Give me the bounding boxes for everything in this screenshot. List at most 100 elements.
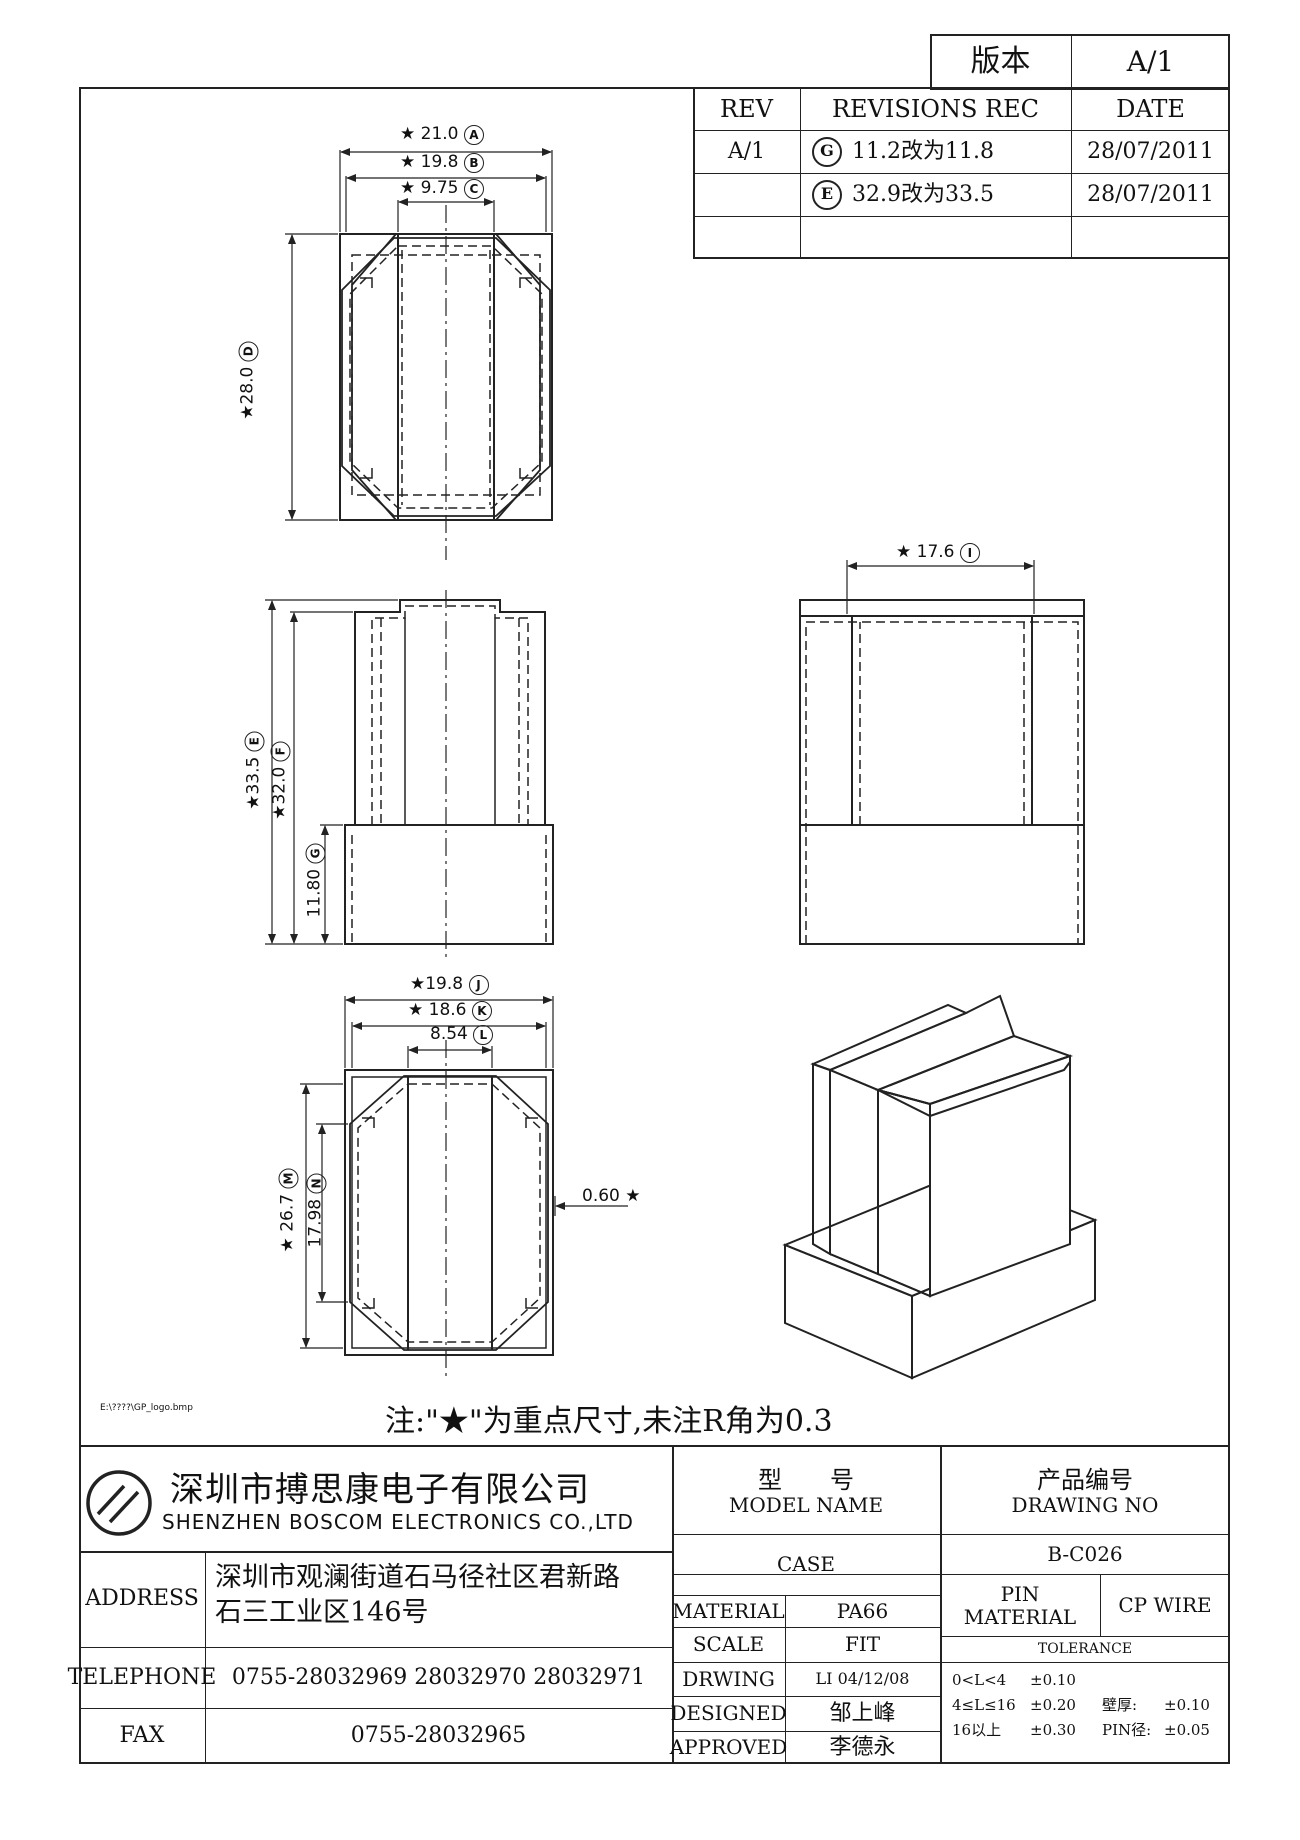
drawing-label: 产品编号 DRAWING NO — [940, 1450, 1230, 1534]
company-name-en: SHENZHEN BOSCOM ELECTRONICS CO.,LTD — [162, 1510, 634, 1534]
drawing-label-en: DRAWING NO — [1011, 1493, 1159, 1518]
address-label: ADDRESS — [85, 1586, 199, 1612]
model-value: CASE — [776, 1552, 836, 1576]
version-value: A/1 — [1126, 44, 1175, 78]
dim-c-mark: C — [463, 179, 484, 199]
dim-f: ★32.0 F — [270, 721, 291, 841]
material-value: PA66 — [836, 1598, 889, 1623]
designed-value: 邹上峰 — [829, 1700, 896, 1726]
dim-n: 17.98 N — [306, 1151, 327, 1271]
tol-r1-value: ±0.10 — [1030, 1671, 1076, 1689]
drawing-value: B-C026 — [1047, 1541, 1123, 1566]
dim-e-mark: E — [244, 731, 265, 752]
dim-l: 8.54 L — [430, 1024, 494, 1045]
rev-row-2-text: E 32.9改为33.5 — [800, 173, 1071, 216]
dim-d-mark: D — [238, 341, 259, 362]
dim-k-value: ★ 18.6 — [408, 1000, 467, 1020]
company-name-cn: 深圳市搏思康电子有限公司 — [170, 1470, 590, 1510]
dim-l-value: 8.54 — [430, 1024, 468, 1044]
dim-m-mark: M — [278, 1168, 299, 1189]
dim-c-value: ★ 9.75 — [400, 178, 459, 198]
rev-row-1-date: 28/07/2011 — [1087, 138, 1214, 164]
dim-g-value: 11.80 — [304, 868, 325, 918]
drwing-label: DRWING — [682, 1666, 775, 1691]
pin-value: CP WIRE — [1118, 1592, 1212, 1617]
approved-value: 李德永 — [829, 1734, 896, 1760]
tolerance-table: 0<L<4 ±0.10 4≤L≤16 ±0.20 壁厚: ±0.10 16以上 … — [950, 1668, 1225, 1743]
dim-a-mark: A — [463, 125, 484, 145]
note: 注:"★"为重点尺寸,未注R角为0.3 — [385, 1404, 833, 1439]
address-value: 深圳市观澜街道石马径社区君新路 石三工业区146号 — [215, 1560, 620, 1630]
dim-j-mark: J — [468, 975, 489, 995]
fax-value: 0755-28032965 — [350, 1723, 527, 1749]
model-label-cn: 型 号 — [758, 1465, 854, 1494]
telephone-value: 0755-28032969 28032970 28032971 — [231, 1664, 646, 1690]
file-label: E:\????\GP_logo.bmp — [100, 1403, 193, 1413]
dim-b-value: ★ 19.8 — [400, 152, 459, 172]
tol-r3-value: ±0.30 — [1030, 1721, 1076, 1739]
tol-r2-range: 4≤L≤16 — [952, 1696, 1016, 1714]
fax-label: FAX — [119, 1723, 165, 1749]
dim-j: ★19.8 J — [410, 974, 489, 995]
dim-n-value: 17.98 — [305, 1198, 326, 1248]
dim-m: ★ 26.7 M — [278, 1151, 299, 1271]
dim-g-mark: G — [305, 843, 326, 864]
dim-b-mark: B — [463, 153, 484, 173]
tol-pin-value: ±0.05 — [1164, 1721, 1210, 1739]
tol-wall-value: ±0.10 — [1164, 1696, 1210, 1714]
tolerance-label: TOLERANCE — [1037, 1640, 1133, 1657]
dim-k-mark: K — [471, 1001, 492, 1021]
dim-c: ★ 9.75 C — [400, 178, 484, 199]
dim-a: ★ 21.0 A — [400, 124, 484, 145]
model-label-en: MODEL NAME — [728, 1493, 884, 1518]
dim-d: ★28.0 D — [238, 321, 259, 441]
rec-header: REVISIONS REC — [831, 94, 1040, 123]
pin-label-2: MATERIAL — [963, 1605, 1077, 1629]
dim-g: 11.80 G — [305, 821, 326, 941]
tol-r3-range: 16以上 — [952, 1721, 1002, 1739]
drwing-value: LI 04/12/08 — [815, 1668, 910, 1688]
dim-d-value: ★28.0 — [237, 366, 258, 420]
company-logo-icon — [86, 1470, 152, 1536]
rev-row-1-desc: 11.2改为11.8 — [852, 138, 994, 164]
material-label: MATERIAL — [672, 1598, 785, 1623]
circle-mark-e: E — [812, 179, 842, 210]
technical-drawing — [265, 148, 1098, 1380]
drawing-frame — [79, 87, 1230, 1764]
version-label: 版本 — [970, 43, 1031, 79]
rev-row-2-date: 28/07/2011 — [1087, 181, 1214, 207]
scale-label: SCALE — [692, 1632, 765, 1656]
isometric-view — [782, 994, 1098, 1380]
approved-label: APPROVED — [669, 1735, 788, 1759]
address-line-1: 深圳市观澜街道石马径社区君新路 — [215, 1562, 620, 1593]
dim-k: ★ 18.6 K — [408, 1000, 492, 1021]
tol-wall-label: 壁厚: — [1102, 1696, 1138, 1714]
bottom-view — [300, 996, 628, 1380]
dim-n-mark: N — [306, 1173, 327, 1194]
dim-b: ★ 19.8 B — [400, 152, 484, 173]
tol-r2-value: ±0.20 — [1030, 1696, 1076, 1714]
rev-row-1-rev: A/1 — [727, 138, 766, 164]
dim-l-mark: L — [473, 1025, 494, 1045]
rev-row-1-text: G 11.2改为11.8 — [800, 130, 1071, 173]
dim-i-value: ★ 17.6 — [896, 542, 955, 562]
dim-e: ★33.5 E — [244, 711, 265, 831]
tol-r1-range: 0<L<4 — [952, 1671, 1007, 1689]
dim-i: ★ 17.6 I — [896, 542, 980, 563]
pin-label-1: PIN — [1000, 1582, 1040, 1606]
dim-wall: 0.60 ★ — [582, 1186, 641, 1206]
top-view — [285, 148, 553, 560]
scale-value: FIT — [844, 1632, 881, 1656]
dim-i-mark: I — [959, 543, 980, 563]
front-view — [265, 590, 554, 960]
tol-pin-label: PIN径: — [1102, 1721, 1152, 1739]
telephone-label: TELEPHONE — [67, 1664, 217, 1690]
dim-f-value: ★32.0 — [269, 766, 290, 820]
pin-label: PIN MATERIAL — [940, 1576, 1100, 1636]
dim-j-value: ★19.8 — [410, 974, 464, 994]
model-label: 型 号 MODEL NAME — [672, 1450, 940, 1534]
side-view — [799, 560, 1085, 945]
rev-row-2-desc: 32.9改为33.5 — [852, 181, 994, 207]
designed-label: DESIGNED — [670, 1701, 787, 1725]
address-line-2: 石三工业区146号 — [215, 1597, 429, 1629]
